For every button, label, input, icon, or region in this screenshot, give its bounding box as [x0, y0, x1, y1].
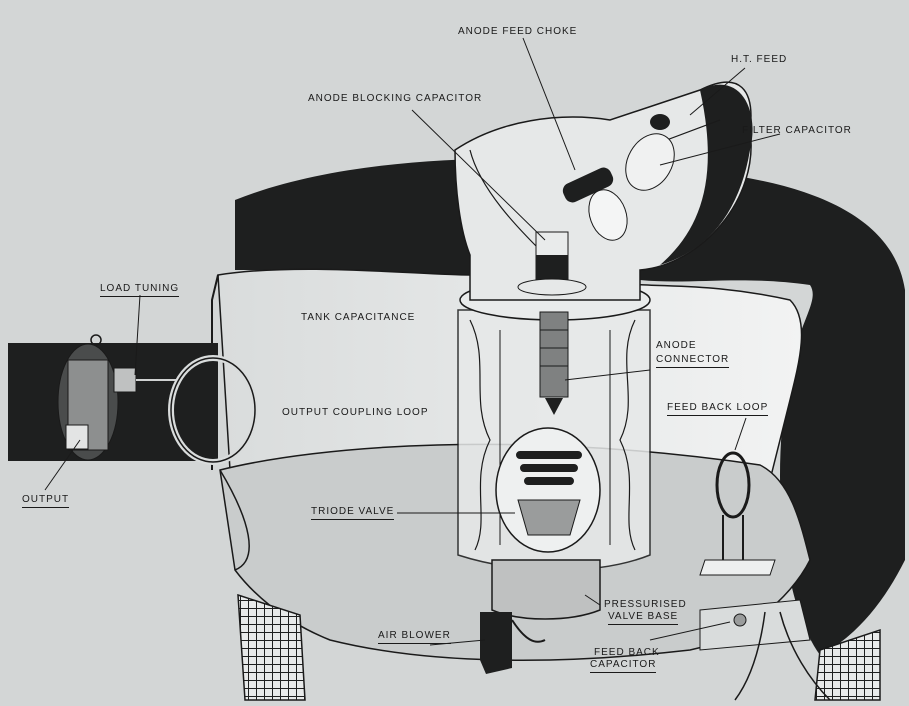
label-feed-back-loop: FEED BACK LOOP: [667, 402, 768, 416]
label-anode-feed-choke: ANODE FEED CHOKE: [458, 26, 577, 38]
label-filter-capacitor: FILTER CAPACITOR: [742, 125, 852, 137]
anode-connector: [540, 312, 568, 397]
label-pressurised-valve-base-line2: VALVE BASE: [608, 611, 678, 625]
label-ht-feed: H.T. FEED: [731, 54, 787, 66]
label-anode-connector-line1: ANODE: [656, 340, 697, 352]
air-blower: [480, 612, 512, 674]
label-feed-back-capacitor-line1: FEED BACK: [594, 647, 660, 659]
pressurised-valve-base: [492, 560, 600, 619]
label-pressurised-valve-base-line1: PRESSURISED: [604, 599, 687, 611]
label-tank-capacitance: TANK CAPACITANCE: [301, 312, 415, 324]
label-anode-blocking-capacitor: ANODE BLOCKING CAPACITOR: [308, 93, 482, 105]
label-output: OUTPUT: [22, 494, 69, 508]
label-air-blower: AIR BLOWER: [378, 630, 451, 644]
label-output-coupling-loop: OUTPUT COUPLING LOOP: [282, 407, 429, 419]
label-triode-valve: TRIODE VALVE: [311, 506, 394, 520]
label-anode-connector-line2: CONNECTOR: [656, 354, 729, 368]
label-feed-back-capacitor-line2: CAPACITOR: [590, 659, 656, 673]
label-load-tuning: LOAD TUNING: [100, 283, 179, 297]
